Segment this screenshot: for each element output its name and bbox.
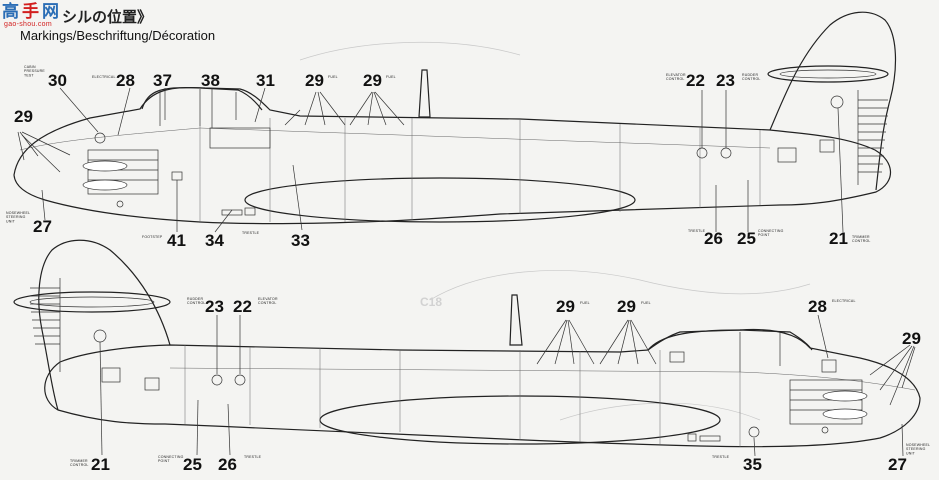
callout-26: 26 — [704, 229, 723, 248]
callout-22: 22 — [686, 71, 705, 90]
callout-25: 25 — [737, 229, 756, 248]
callout-23: 23 — [716, 71, 735, 90]
callout-29: 29 — [305, 71, 324, 90]
callout-26: 26 — [218, 455, 237, 474]
logo-url: gao-shou.com — [4, 21, 52, 28]
callout-34: 34 — [205, 231, 224, 250]
note-trestle: TRESTLE — [688, 229, 706, 233]
callout-25: 25 — [183, 455, 202, 474]
callout-29: 29 — [556, 297, 575, 316]
callout-29: 29 — [902, 329, 921, 348]
note-trestle: TRESTLE — [244, 455, 262, 459]
note-fuel: FUEL — [386, 75, 396, 79]
callout-21: 21 — [829, 229, 848, 248]
aircraft-bottom-view: 23 22 29 29 28 29 21 25 26 35 27 RUDDERC… — [13, 239, 930, 474]
logo-char-3: 网 — [42, 2, 59, 21]
note-trestle: TRESTLE — [712, 455, 730, 459]
note-electrical: ELECTRICAL — [832, 299, 856, 303]
callout-30: 30 — [48, 71, 67, 90]
logo-char-2: 手 — [22, 2, 39, 21]
ghost-label: C18 — [420, 295, 442, 309]
title-japanese: シルの位置》 — [62, 9, 153, 26]
aircraft-top-view: 30 28 37 38 31 29 29 29 22 23 27 41 34 3… — [6, 11, 897, 250]
callout-21: 21 — [91, 455, 110, 474]
note-footstep: FOOTSTEP — [142, 235, 163, 239]
callout-31: 31 — [256, 71, 275, 90]
callout-23: 23 — [205, 297, 224, 316]
title-english: Markings/Beschriftung/Décoration — [20, 28, 216, 43]
site-logo: 高 手 网 gao-shou.com — [2, 2, 68, 28]
note-electrical: ELECTRICAL — [92, 75, 116, 79]
callout-28: 28 — [116, 71, 135, 90]
callout-29: 29 — [14, 107, 33, 126]
callout-27: 27 — [888, 455, 907, 474]
callout-22: 22 — [233, 297, 252, 316]
note-fuel: FUEL — [580, 301, 590, 305]
note-fuel: FUEL — [328, 75, 338, 79]
callout-29: 29 — [363, 71, 382, 90]
logo-char-1: 高 — [2, 2, 19, 21]
callout-35: 35 — [743, 455, 762, 474]
note-trestle: TRESTLE — [242, 231, 260, 235]
callout-33: 33 — [291, 231, 310, 250]
callout-37: 37 — [153, 71, 172, 90]
callout-29: 29 — [617, 297, 636, 316]
note-fuel: FUEL — [641, 301, 651, 305]
callout-38: 38 — [201, 71, 220, 90]
callout-28: 28 — [808, 297, 827, 316]
callout-41: 41 — [167, 231, 186, 250]
callout-27: 27 — [33, 217, 52, 236]
